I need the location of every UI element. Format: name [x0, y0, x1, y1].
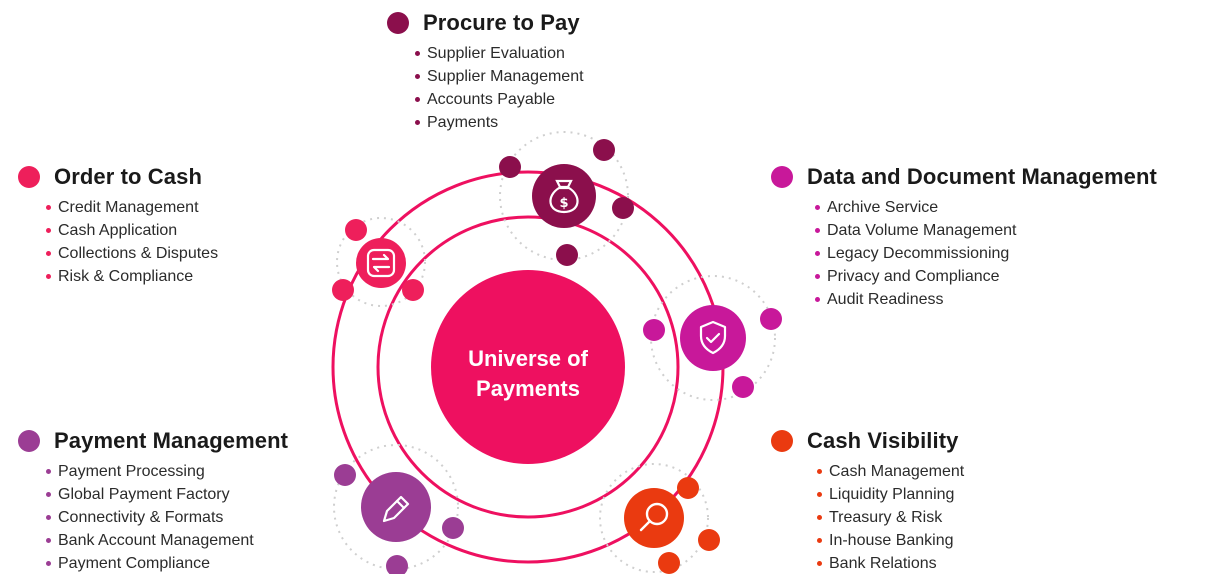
exchange-arrows-icon: [366, 248, 396, 278]
data-document-node: [643, 305, 782, 398]
list-item: Payment Compliance: [45, 552, 288, 575]
list-item: Bank Relations: [816, 552, 964, 575]
data-document-title: Data and Document Management: [807, 164, 1157, 189]
data-document-section: Data and Document Management Archive Ser…: [771, 164, 1157, 311]
order-to-cash-node: [332, 219, 424, 301]
center-label-line1: Universe of: [468, 346, 588, 371]
order-to-cash-section: Order to Cash Credit Management Cash App…: [18, 164, 218, 288]
money-bag-icon: $: [549, 179, 579, 214]
list-item: Data Volume Management: [815, 219, 1157, 242]
order-to-cash-title: Order to Cash: [54, 164, 202, 189]
list-item: Risk & Compliance: [45, 265, 218, 288]
procure-to-pay-dot: [387, 12, 409, 34]
list-item: Treasury & Risk: [816, 506, 964, 529]
payment-management-list: Payment Processing Global Payment Factor…: [18, 460, 288, 575]
list-item: Legacy Decommissioning: [815, 242, 1157, 265]
data-document-dot: [771, 166, 793, 188]
data-document-list: Archive Service Data Volume Management L…: [771, 196, 1157, 311]
list-item: Liquidity Planning: [816, 483, 964, 506]
procure-to-pay-section: Procure to Pay Supplier Evaluation Suppl…: [387, 10, 584, 134]
dotted-halos: [333, 131, 776, 573]
list-item: In-house Banking: [816, 529, 964, 552]
procure-to-pay-node: $: [499, 139, 634, 266]
list-item: Supplier Evaluation: [415, 42, 584, 65]
payment-management-section: Payment Management Payment Processing Gl…: [18, 428, 288, 575]
magnifier-icon: [639, 502, 669, 532]
cash-visibility-title: Cash Visibility: [807, 428, 959, 453]
list-item: Accounts Payable: [415, 88, 584, 111]
pencil-icon: [382, 495, 410, 523]
center-label: Universe of Payments: [428, 344, 628, 404]
list-item: Payments: [415, 111, 584, 134]
payment-management-dot: [18, 430, 40, 452]
list-item: Connectivity & Formats: [45, 506, 288, 529]
order-to-cash-list: Credit Management Cash Application Colle…: [18, 196, 218, 288]
cash-visibility-node: [624, 477, 720, 574]
list-item: Collections & Disputes: [45, 242, 218, 265]
svg-text:$: $: [559, 196, 568, 211]
payment-management-node: [334, 464, 464, 574]
payment-management-title: Payment Management: [54, 428, 289, 453]
cash-visibility-dot: [771, 430, 793, 452]
list-item: Cash Management: [816, 460, 964, 483]
center-label-line2: Payments: [476, 376, 580, 401]
cash-visibility-section: Cash Visibility Cash Management Liquidit…: [771, 428, 964, 575]
shield-check-icon: [699, 320, 727, 355]
center-circle: [431, 270, 625, 464]
list-item: Privacy and Compliance: [815, 265, 1157, 288]
list-item: Global Payment Factory: [45, 483, 288, 506]
list-item: Credit Management: [45, 196, 218, 219]
inner-ring: [376, 215, 680, 519]
order-to-cash-dot: [18, 166, 40, 188]
list-item: Archive Service: [815, 196, 1157, 219]
cash-visibility-list: Cash Management Liquidity Planning Treas…: [771, 460, 964, 575]
list-item: Supplier Management: [415, 65, 584, 88]
list-item: Bank Account Management: [45, 529, 288, 552]
procure-to-pay-list: Supplier Evaluation Supplier Management …: [387, 42, 584, 134]
list-item: Payment Processing: [45, 460, 288, 483]
list-item: Cash Application: [45, 219, 218, 242]
procure-to-pay-title: Procure to Pay: [423, 10, 580, 35]
list-item: Audit Readiness: [815, 288, 1157, 311]
